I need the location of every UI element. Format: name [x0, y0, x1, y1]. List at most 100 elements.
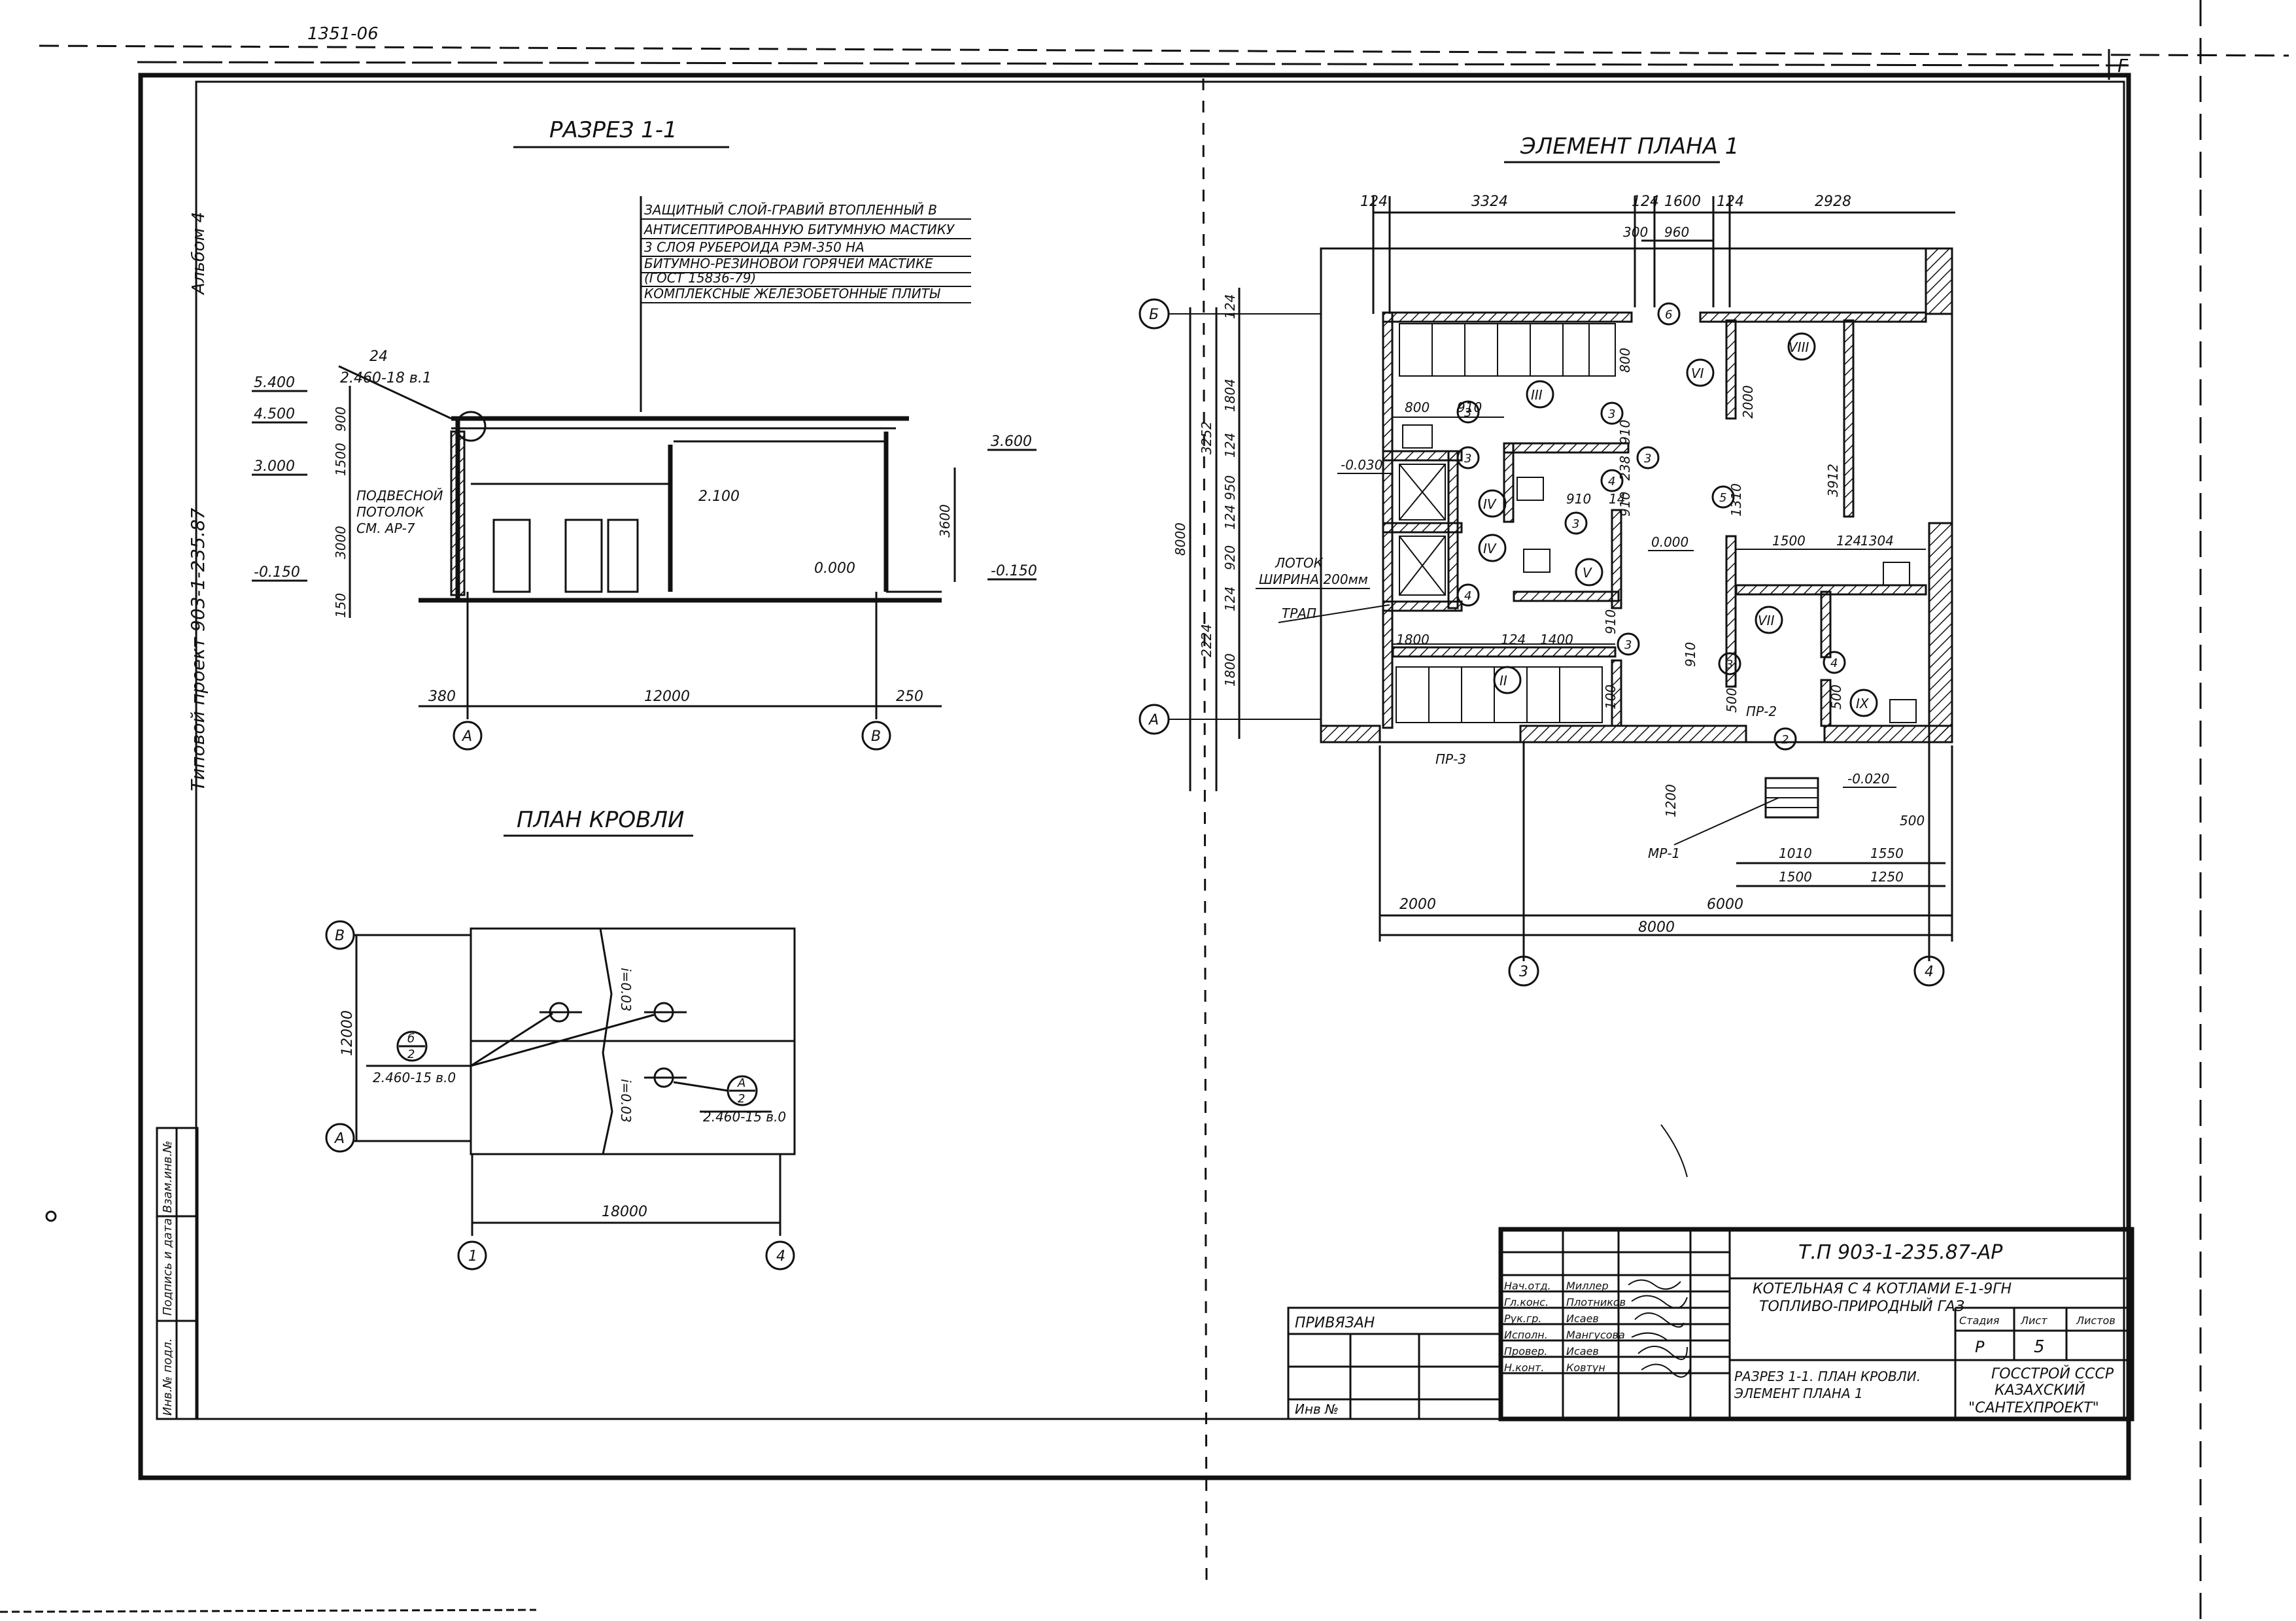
- top-dim-2928: 2928: [1815, 194, 1851, 210]
- section-horizontal-dims: 380 12000 250: [419, 592, 942, 719]
- sheet-name-1: РАЗРЕЗ 1-1. ПЛАН КРОВЛИ.: [1734, 1369, 1921, 1384]
- dim-150: 150: [333, 593, 349, 618]
- bot-dim-8000: 8000: [1638, 919, 1675, 936]
- org-2: КАЗАХСКИЙ: [1995, 1382, 2085, 1399]
- axis-a-label: А: [461, 728, 472, 745]
- left-dim-3252: 3252: [1199, 421, 1214, 454]
- left-dim-8000: 8000: [1173, 522, 1188, 556]
- note-line-2: АНТИСЕПТИРОВАННУЮ БИТУМНУЮ МАСТИКУ: [643, 222, 955, 237]
- section-level-marks: 5.400 4.500 3.000 -0.150 3.600 2.100 0.0…: [252, 375, 1037, 582]
- side-cell-repl: Взам.инв.№: [161, 1140, 175, 1213]
- org-3: "САНТЕХПРОЕКТ": [1968, 1400, 2099, 1416]
- sub-dim-960: 960: [1664, 224, 1689, 240]
- ref-left-num: б: [407, 1032, 415, 1046]
- roof-slope-2: i=0.03: [618, 1079, 634, 1123]
- in-dim-124b: 124: [1836, 533, 1861, 549]
- plan-top-dims: 124 3324 124 1600 124 2928 300 960: [1360, 194, 1955, 314]
- plan-axis-b: Б: [1149, 307, 1159, 323]
- ref-4a: 4: [1608, 475, 1615, 488]
- bot-dim-1550: 1550: [1870, 845, 1904, 861]
- ref-6: 6: [1665, 308, 1672, 322]
- ref-3b: 3: [1608, 407, 1615, 421]
- signer-name-1: Миллер: [1566, 1280, 1609, 1292]
- in-dim-100: 100: [1603, 685, 1619, 709]
- left-dim-2224: 2224: [1199, 624, 1214, 657]
- side-stamp: Инв.№ подл. Подпись и дата Взам.инв.№: [156, 1127, 199, 1420]
- mark-m0150-left: -0.150: [254, 564, 300, 581]
- note-line-1: ЗАЩИТНЫЙ СЛОЙ-ГРАВИЙ ВТОПЛЕННЫЙ В: [644, 202, 937, 218]
- bot-dim-1500: 1500: [1779, 869, 1812, 885]
- axis-v-label: В: [871, 728, 881, 745]
- in-dim-910a: 910: [1457, 400, 1482, 415]
- left-dim-124b: 124: [1222, 433, 1238, 458]
- dim-12000: 12000: [644, 689, 690, 705]
- room-VIII: VIII: [1789, 339, 1809, 355]
- note-line-6: КОМПЛЕКСНЫЕ ЖЕЛЕЗОБЕТОННЫЕ ПЛИТЫ: [644, 286, 941, 301]
- signer-name-3: Исаев: [1566, 1312, 1599, 1325]
- plan-mark-0000: 0.000: [1651, 534, 1688, 550]
- mark-3000: 3.000: [254, 458, 295, 475]
- drawing-border: [195, 80, 2125, 1420]
- note-shirina: ШИРИНА 200мм: [1259, 572, 1368, 587]
- in-dim-500b: 500: [1828, 685, 1844, 709]
- section-building: [419, 411, 942, 603]
- in-dim-910f: 910: [1683, 642, 1698, 667]
- section-title: РАЗРЕЗ 1-1: [549, 117, 677, 143]
- dim-1500: 1500: [333, 443, 349, 476]
- plan-bottom-dims: 1200 1010 1550 500 1500 1250 2000 6000 8…: [1379, 742, 1953, 961]
- in-dim-800a: 800: [1405, 400, 1430, 415]
- in-dim-910b: 910: [1617, 420, 1633, 445]
- in-dim-910e: 910: [1603, 609, 1619, 634]
- description-2: ТОПЛИВО-ПРИРОДНЫЙ ГАЗ: [1759, 1298, 1964, 1315]
- mark-m0150-right: -0.150: [991, 563, 1037, 579]
- mark-5400: 5.400: [254, 375, 295, 391]
- note-pr2: ПР-2: [1746, 704, 1777, 719]
- room-IV-b: IV: [1483, 541, 1497, 556]
- bot-dim-1200: 1200: [1663, 784, 1679, 817]
- section-1-1: РАЗРЕЗ 1-1 ЗАЩИТНЫЙ СЛОЙ-ГРАВИЙ ВТОПЛЕНН…: [252, 117, 1037, 751]
- note-line-4: БИТУМНО-РЕЗИНОВОЙ ГОРЯЧЕЙ МАСТИКЕ: [644, 256, 933, 271]
- top-dim-124a: 124: [1360, 194, 1388, 210]
- plan-axis-3: 3: [1519, 964, 1528, 980]
- top-dim-124b: 124: [1632, 194, 1659, 210]
- note-pr3: ПР-3: [1435, 751, 1466, 767]
- signer-role-6: Н.конт.: [1504, 1361, 1544, 1374]
- plan-walls: [1382, 311, 1927, 729]
- plan-fixtures: [1396, 323, 1917, 723]
- note-line-5: (ГОСТ 15836-79): [644, 270, 756, 286]
- signer-role-4: Исполн.: [1504, 1329, 1548, 1341]
- stage-header: Стадия: [1959, 1314, 2000, 1327]
- scan-artifact: [1660, 1124, 1688, 1178]
- plan-element-1: ЭЛЕМЕНТ ПЛАНА 1 124 3324 124 1600 124 29…: [1139, 133, 1955, 987]
- roof-slope-1: i=0.03: [618, 968, 634, 1012]
- roof-dim-12000: 12000: [339, 1010, 356, 1056]
- ref-3f: 3: [1644, 452, 1651, 466]
- roof-axis-v: В: [335, 928, 345, 944]
- ref-3g: 3: [1464, 406, 1471, 420]
- sheet-value: 5: [2034, 1337, 2045, 1357]
- ref-3d: 3: [1624, 638, 1632, 652]
- left-dim-124c: 124: [1222, 505, 1238, 530]
- side-cell-sign: Подпись и дата: [161, 1218, 175, 1316]
- in-dim-14: 14: [1609, 491, 1625, 507]
- in-dim-238: 238: [1617, 456, 1633, 481]
- side-cell-inv: Инв.№ подл.: [161, 1339, 175, 1416]
- in-dim-500a: 500: [1724, 688, 1739, 713]
- ref-3e: 3: [1726, 658, 1733, 672]
- ref-4c: 4: [1830, 657, 1838, 670]
- in-dim-800b: 800: [1617, 348, 1633, 373]
- org-1: ГОССТРОЙ СССР: [1991, 1365, 2114, 1382]
- bot-dim-2000: 2000: [1399, 896, 1436, 913]
- in-dim-3912: 3912: [1825, 464, 1841, 497]
- ceiling-note-1: ПОДВЕСНОЙ: [356, 488, 443, 503]
- plan-left-dims: 124 1804 3252 124 950 124 920 124 8000 2…: [1173, 288, 1241, 791]
- stage-value: Р: [1975, 1338, 1985, 1356]
- signer-role-2: Гл.конс.: [1504, 1296, 1549, 1308]
- axis-marker-a: [453, 721, 483, 751]
- mark-3600: 3.600: [991, 434, 1032, 450]
- in-dim-1304: 1304: [1860, 533, 1894, 549]
- plan-mark-m0030: -0.030: [1341, 457, 1382, 473]
- dim-250: 250: [896, 689, 923, 705]
